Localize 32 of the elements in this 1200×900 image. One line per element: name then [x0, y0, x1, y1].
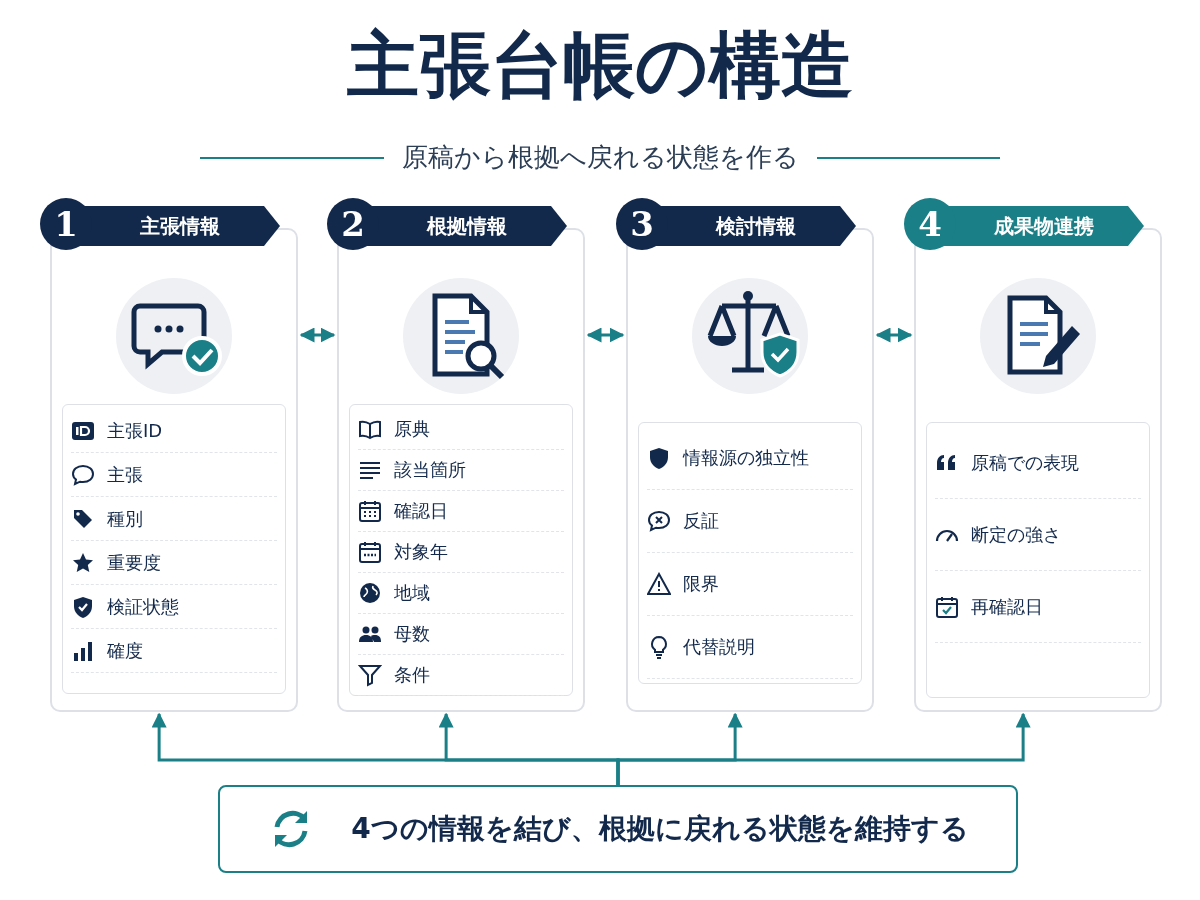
connector-arrow — [299, 327, 336, 343]
item-text: 主張 — [107, 462, 143, 487]
item-text: 原稿での表現 — [971, 450, 1079, 475]
summary-box — [218, 785, 1018, 873]
item-text: 反証 — [683, 509, 719, 533]
subtitle: 原稿から根拠へ戻れる状態を作る — [401, 141, 799, 174]
summary-text: 4つの情報を結び、根拠に戻れる状態を維持する — [351, 811, 969, 847]
item-text: 該当箇所 — [394, 458, 466, 482]
item-text: 対象年 — [394, 540, 448, 564]
connector-arrow — [875, 327, 913, 343]
item-text: 地域 — [394, 581, 430, 605]
heading-ribbon: 主張情報 — [80, 206, 280, 246]
item-text: 条件 — [394, 663, 430, 687]
item-text: 検証状態 — [107, 594, 179, 619]
connector-arrow — [616, 712, 1031, 785]
heading-ribbon: 検討情報 — [656, 206, 856, 246]
item-text: 種別 — [107, 506, 143, 531]
item-text: 原典 — [394, 417, 430, 441]
item-text: 情報源の独立性 — [683, 446, 809, 470]
item-text: 代替説明 — [683, 635, 755, 659]
item-text: 限界 — [683, 572, 719, 596]
item-text: 重要度 — [107, 550, 161, 575]
item-text: 断定の強さ — [971, 522, 1061, 547]
item-text: 確認日 — [394, 499, 448, 523]
heading-ribbon: 根拠情報 — [367, 206, 567, 246]
item-text: 主張ID — [107, 418, 163, 443]
title: 主張台帳の構造 — [346, 21, 854, 109]
item-text: 再確認日 — [971, 594, 1043, 619]
heading-ribbon: 成果物連携 — [944, 206, 1144, 246]
connector-arrow — [586, 327, 625, 343]
item-text: 母数 — [394, 622, 430, 646]
item-text: 確度 — [107, 638, 143, 663]
